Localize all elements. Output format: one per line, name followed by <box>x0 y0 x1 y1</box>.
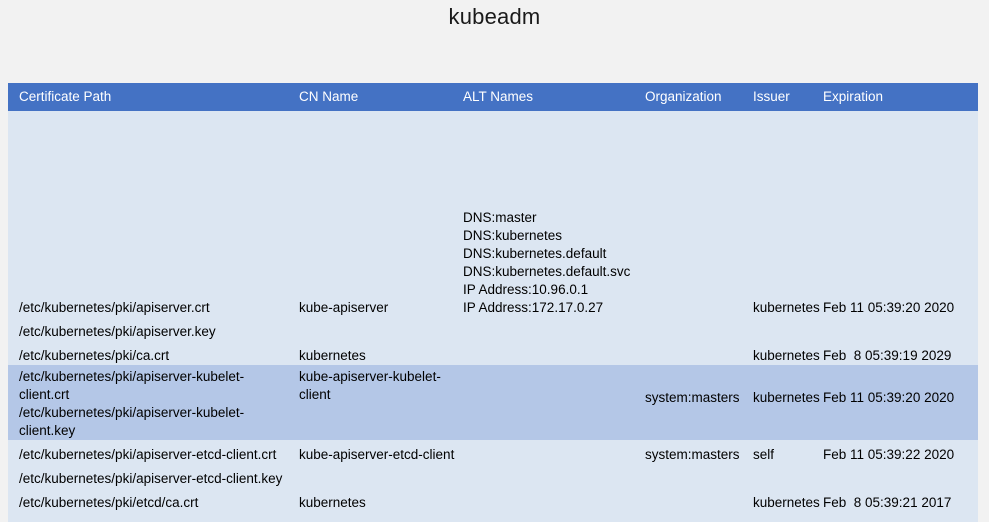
spacer-cell <box>645 512 751 522</box>
certificate-table: Certificate Path CN Name ALT Names Organ… <box>8 83 978 522</box>
issuer-text: kubernetes <box>753 390 820 405</box>
cell-expiration <box>823 464 978 488</box>
cell-expiration: Feb 11 05:39:22 2020 <box>823 440 978 464</box>
table-row[interactable]: /etc/kubernetes/pki/apiserver-etcd-clien… <box>8 464 978 488</box>
page-title: kubeadm <box>448 4 541 29</box>
column-header-cn-name[interactable]: CN Name <box>294 83 461 111</box>
certificate-path-text: /etc/kubernetes/pki/apiserver-etcd-clien… <box>19 447 277 462</box>
cell-issuer: kubernetes <box>751 111 823 317</box>
certificate-path-text: /etc/kubernetes/pki/apiserver-etcd-clien… <box>19 471 283 486</box>
spacer-cell <box>823 512 978 522</box>
cell-alt-names <box>461 464 645 488</box>
cell-organization <box>645 111 751 317</box>
certificate-path-text: /etc/kubernetes/pki/ca.crt <box>19 348 170 363</box>
cell-organization: system:masters <box>645 365 751 440</box>
organization-text: system:masters <box>645 447 740 462</box>
column-header-issuer[interactable]: Issuer <box>751 83 823 111</box>
table-bottom-spacer <box>8 512 978 522</box>
table-row[interactable]: /etc/kubernetes/pki/apiserver-kubelet-cl… <box>8 365 978 440</box>
expiration-text: Feb 8 05:39:19 2029 <box>823 348 952 363</box>
organization-text <box>645 111 751 299</box>
column-header-alt-names[interactable]: ALT Names <box>461 83 645 111</box>
cell-alt-names <box>461 440 645 464</box>
cell-alt-names <box>461 365 645 440</box>
spacer-cell <box>8 512 294 522</box>
cell-expiration: Feb 8 05:39:21 2017 <box>823 488 978 512</box>
table-row[interactable]: /etc/kubernetes/pki/ca.crt kubernetes ku… <box>8 341 978 365</box>
column-header-certificate-path[interactable]: Certificate Path <box>8 83 294 111</box>
cn-name-text: kube-apiserver-etcd-client <box>299 447 455 462</box>
cell-certificate-path: /etc/kubernetes/pki/ca.crt <box>8 341 294 365</box>
cell-issuer: kubernetes <box>751 341 823 365</box>
cell-organization <box>645 317 751 341</box>
cell-issuer: self <box>751 440 823 464</box>
certificate-path-text: /etc/kubernetes/pki/apiserver.crt <box>19 300 210 315</box>
cell-expiration: Feb 8 05:39:19 2029 <box>823 341 978 365</box>
cell-cn-name <box>294 464 461 488</box>
issuer-text: kubernetes <box>753 300 820 315</box>
alt-names-text: DNS:master DNS:kubernetes DNS:kubernetes… <box>463 210 631 315</box>
cn-name-text: kube-apiserver <box>299 300 389 315</box>
cell-expiration <box>823 317 978 341</box>
cell-certificate-path: /etc/kubernetes/pki/apiserver.key <box>8 317 294 341</box>
spacer-cell <box>751 512 823 522</box>
cell-alt-names <box>461 341 645 365</box>
table-header: Certificate Path CN Name ALT Names Organ… <box>8 83 978 111</box>
cell-alt-names <box>461 317 645 341</box>
cell-cn-name: kube-apiserver-kubelet-client <box>294 365 461 440</box>
cell-cn-name: kubernetes <box>294 341 461 365</box>
cell-certificate-path: /etc/kubernetes/pki/apiserver-kubelet-cl… <box>8 365 294 440</box>
cell-expiration: Feb 11 05:39:20 2020 <box>823 365 978 440</box>
table-row[interactable]: /etc/kubernetes/pki/etcd/ca.crt kubernet… <box>8 488 978 512</box>
cell-organization <box>645 464 751 488</box>
cell-alt-names <box>461 488 645 512</box>
cn-name-text: kubernetes <box>299 348 366 363</box>
cell-cn-name: kube-apiserver <box>294 111 461 317</box>
spacer-cell <box>461 512 645 522</box>
issuer-text: self <box>753 447 775 462</box>
issuer-text: kubernetes <box>753 348 820 363</box>
cell-certificate-path: /etc/kubernetes/pki/etcd/ca.crt <box>8 488 294 512</box>
cell-organization: system:masters <box>645 440 751 464</box>
cell-certificate-path: /etc/kubernetes/pki/apiserver-etcd-clien… <box>8 440 294 464</box>
expiration-text: Feb 11 05:39:20 2020 <box>823 390 955 405</box>
certificate-path-text: /etc/kubernetes/pki/apiserver.key <box>19 324 216 339</box>
cell-organization <box>645 341 751 365</box>
expiration-text: Feb 11 05:39:20 2020 <box>823 300 955 315</box>
cell-issuer <box>751 317 823 341</box>
table-row[interactable]: /etc/kubernetes/pki/apiserver.key <box>8 317 978 341</box>
cell-cn-name: kubernetes <box>294 488 461 512</box>
table-row[interactable]: /etc/kubernetes/pki/apiserver.crt kube-a… <box>8 111 978 317</box>
table-body: /etc/kubernetes/pki/apiserver.crt kube-a… <box>8 111 978 522</box>
table-row[interactable]: /etc/kubernetes/pki/apiserver-etcd-clien… <box>8 440 978 464</box>
cell-expiration: Feb 11 05:39:20 2020 <box>823 111 978 317</box>
expiration-text: Feb 11 05:39:22 2020 <box>823 447 955 462</box>
cell-issuer <box>751 464 823 488</box>
cell-alt-names: DNS:master DNS:kubernetes DNS:kubernetes… <box>461 111 645 317</box>
spacer-cell <box>294 512 461 522</box>
certificate-path-text: /etc/kubernetes/pki/apiserver-kubelet-cl… <box>19 369 245 438</box>
organization-text: system:masters <box>645 390 740 405</box>
cell-issuer: kubernetes <box>751 488 823 512</box>
cn-name-text: kube-apiserver-kubelet-client <box>299 369 441 402</box>
column-header-expiration[interactable]: Expiration <box>823 83 978 111</box>
cell-cn-name <box>294 317 461 341</box>
cell-issuer: kubernetes <box>751 365 823 440</box>
cell-organization <box>645 488 751 512</box>
cell-certificate-path: /etc/kubernetes/pki/apiserver-etcd-clien… <box>8 464 294 488</box>
table-header-row: Certificate Path CN Name ALT Names Organ… <box>8 83 978 111</box>
column-header-organization[interactable]: Organization <box>645 83 751 111</box>
cell-certificate-path: /etc/kubernetes/pki/apiserver.crt <box>8 111 294 317</box>
cell-cn-name: kube-apiserver-etcd-client <box>294 440 461 464</box>
